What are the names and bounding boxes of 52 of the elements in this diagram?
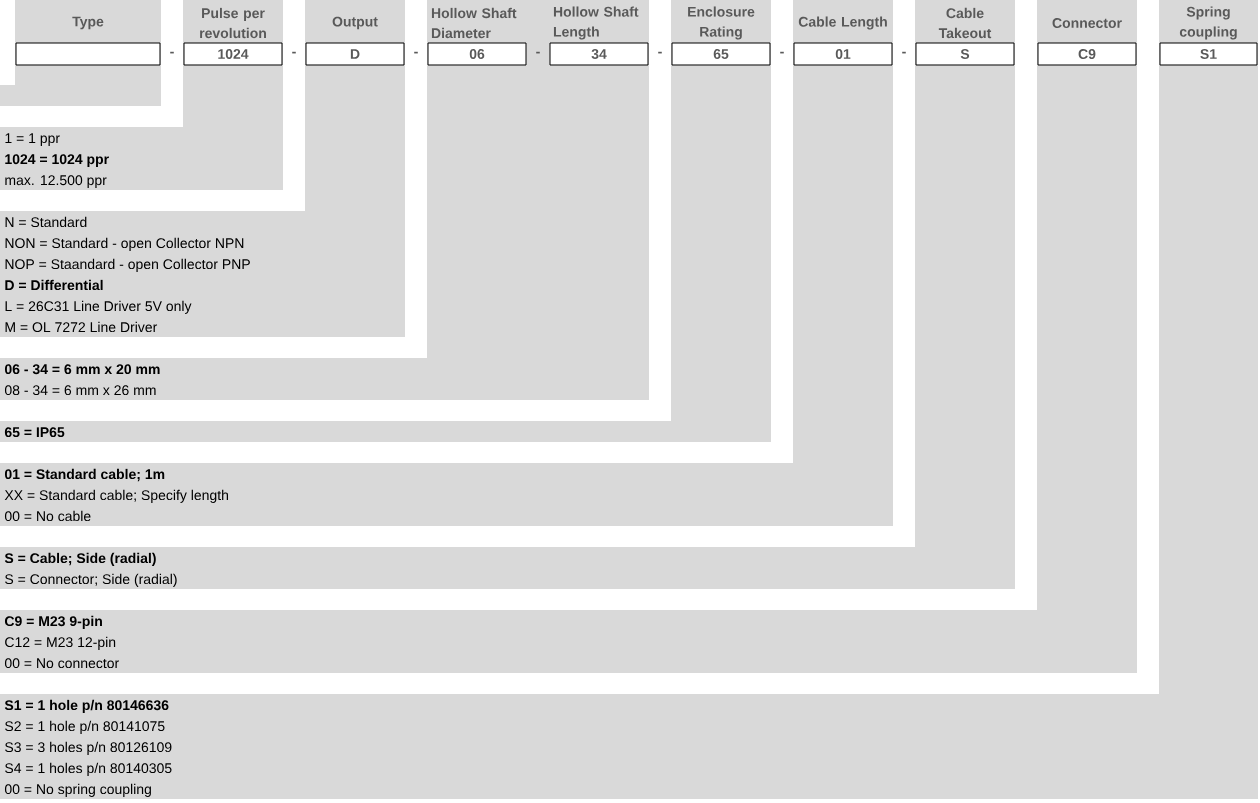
code-box: D: [305, 42, 405, 66]
code-box: 34: [549, 42, 649, 66]
option-line: 01 = Standard cable; 1m: [4, 468, 165, 482]
option-line: 1024 = 1024 ppr: [5, 154, 109, 167]
column-heading: Pulse per revolution: [200, 7, 266, 39]
code-box: 65: [671, 42, 771, 66]
code-box: 06: [427, 42, 527, 66]
option-line: XX = Standard cable; Specify length: [4, 489, 228, 503]
option-line: 65 = IP65: [4, 427, 65, 438]
option-line: N = Standard: [5, 216, 87, 228]
option-line: 06 - 34 = 6 mm x 20 mm: [4, 364, 160, 375]
column-heading: Output: [332, 16, 378, 30]
code-box: C9: [1037, 42, 1137, 66]
code-box: S: [915, 42, 1015, 66]
option-line: S = Cable; Side (radial): [4, 552, 156, 566]
option-line: 1 = 1 ppr: [5, 133, 60, 146]
column-heading: Type: [72, 16, 104, 30]
option-line: NON = Standard - open Collector NPN: [5, 237, 244, 251]
separator-dash: -: [902, 51, 906, 54]
option-line: S = Connector; Side (radial): [5, 573, 177, 587]
separator-dash: -: [536, 51, 540, 54]
column-heading: Spring coupling: [1179, 6, 1237, 40]
code-box: [15, 42, 161, 66]
separator-dash: -: [414, 51, 418, 54]
column-heading: Hollow Shaft Diameter: [431, 7, 517, 39]
code-box: 01: [793, 42, 893, 66]
option-line: max. 12.500 ppr: [5, 175, 107, 188]
option-line: S1 = 1 hole p/n 80146636: [4, 699, 169, 713]
option-line: 08 - 34 = 6 mm x 26 mm: [4, 385, 156, 396]
option-line: 00 = No cable: [4, 510, 91, 522]
separator-dash: -: [292, 51, 296, 54]
option-line: C12 = M23 12-pin: [5, 636, 116, 650]
option-line: S3 = 3 holes p/n 80126109: [5, 741, 172, 755]
code-box: S1: [1159, 42, 1258, 66]
separator-dash: -: [170, 51, 174, 54]
separator-dash: -: [780, 51, 784, 54]
column-heading: Cable Length: [798, 16, 887, 30]
option-line: D = Differential: [5, 279, 103, 291]
option-line: S4 = 1 holes p/n 80140305: [5, 762, 172, 776]
column-heading: Enclosure Rating: [688, 6, 755, 40]
column-heading: Hollow Shaft Length: [553, 6, 639, 40]
option-line: NOP = Staandard - open Collector PNP: [5, 258, 250, 272]
option-line: C9 = M23 9-pin: [4, 615, 102, 629]
code-box: 1024: [183, 42, 283, 66]
column-heading: Connector: [1052, 18, 1122, 28]
option-line: S2 = 1 hole p/n 80141075: [5, 720, 165, 734]
option-line: 00 = No spring coupling: [4, 783, 151, 797]
option-line: 00 = No connector: [4, 658, 119, 669]
option-line: M = OL 7272 Line Driver: [5, 321, 158, 333]
column-heading: Cable Takeout: [938, 7, 992, 39]
option-line: L = 26C31 Line Driver 5V only: [5, 300, 192, 314]
separator-dash: -: [658, 51, 662, 54]
